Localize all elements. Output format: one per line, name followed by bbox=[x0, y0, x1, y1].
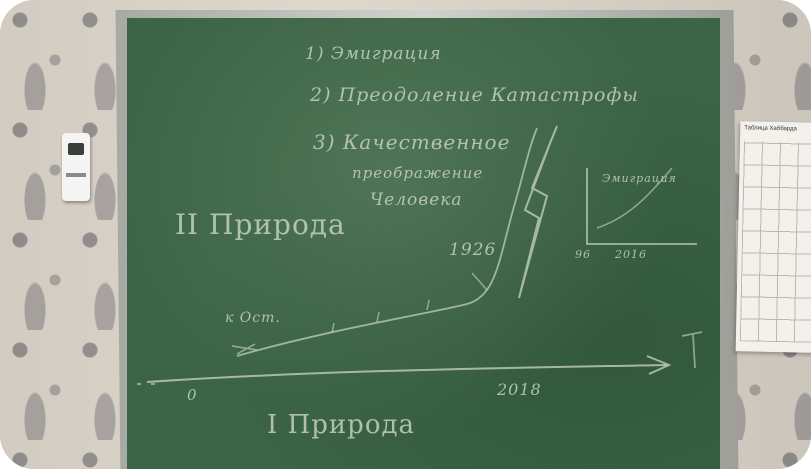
chalk-drawings bbox=[137, 125, 703, 385]
curve-ticks bbox=[331, 299, 430, 334]
list-item-catastrophe: 2) Преодоление Катастрофы bbox=[310, 84, 639, 106]
year-1926-label: 1926 bbox=[449, 240, 497, 260]
small-chart-x-end: 2016 bbox=[615, 248, 647, 261]
time-axis-line bbox=[146, 364, 668, 383]
time-axis-arrow-head bbox=[646, 355, 672, 375]
device-label bbox=[66, 173, 86, 177]
small-chart-curve bbox=[596, 167, 673, 229]
cross-mark bbox=[231, 343, 258, 355]
wall-thermostat-device bbox=[62, 133, 90, 201]
small-chart-x-start: 96 bbox=[575, 248, 591, 261]
small-chart-label: Эмиграция bbox=[602, 172, 677, 185]
small-chart-axes bbox=[586, 168, 697, 245]
poster-table-grid bbox=[739, 141, 811, 343]
list-item-transformation-line1: 3) Качественное bbox=[313, 130, 511, 154]
lightning-bolt bbox=[518, 125, 558, 299]
device-screen bbox=[68, 143, 84, 155]
poster-title: Таблица Хаббарда bbox=[744, 125, 797, 133]
t-mark bbox=[681, 331, 703, 369]
section-nature-2: II Природа bbox=[175, 208, 346, 241]
list-item-transformation-line2: преображение bbox=[352, 164, 484, 182]
list-item-emigration: 1) Эмиграция bbox=[305, 44, 442, 64]
zero-label: 0 bbox=[187, 386, 198, 404]
list-item-transformation-line3: Человека bbox=[370, 190, 463, 210]
wall-poster: Таблица Хаббарда bbox=[735, 121, 811, 353]
section-nature-1: I Природа bbox=[267, 410, 415, 440]
year-1926-pointer bbox=[471, 272, 488, 291]
growth-curve bbox=[236, 127, 538, 357]
year-2018-label: 2018 bbox=[497, 380, 542, 399]
chalkboard: 1) Эмиграция 2) Преодоление Катастрофы 3… bbox=[127, 18, 720, 469]
left-note: к Ост. bbox=[225, 310, 281, 326]
